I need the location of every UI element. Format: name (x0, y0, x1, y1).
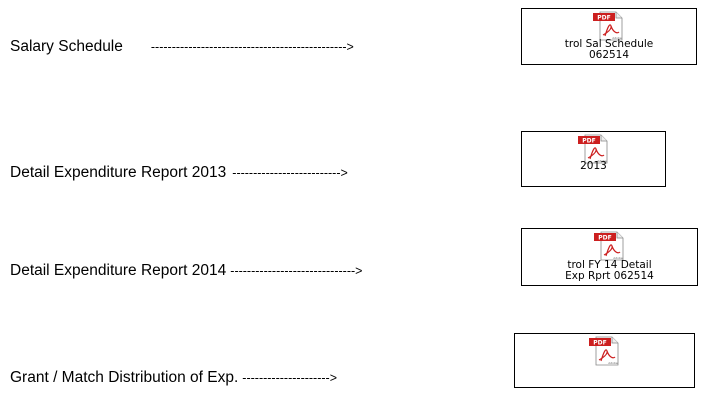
pdf-attachment[interactable]: PDF Adobe 2013 (521, 131, 666, 187)
pdf-file-icon: PDF Adobe (593, 11, 623, 41)
svg-text:Adobe: Adobe (597, 159, 607, 163)
svg-text:Adobe: Adobe (613, 256, 623, 260)
row-detail-exp-2014: Detail Expenditure Report 2014----------… (10, 262, 362, 280)
pdf-attachment[interactable]: PDF Adobe trol FY 14 Detail Exp Rprt 062… (521, 228, 698, 286)
row-label: Detail Expenditure Report 2013 (10, 164, 227, 181)
pdf-caption: trol FY 14 Detail Exp Rprt 062514 (565, 259, 654, 282)
connector-arrow: ---------------------> (242, 371, 338, 385)
pdf-file-icon: PDF Adobe (588, 336, 618, 366)
pdf-attachment[interactable]: PDF Adobe (514, 333, 695, 388)
row-detail-exp-2013: Detail Expenditure Report 2013 ----------… (10, 164, 348, 182)
pdf-caption: trol Sal Schedule 062514 (564, 38, 654, 61)
connector-arrow: ----------------------------------------… (150, 40, 354, 54)
pdf-attachment[interactable]: PDF Adobe trol Sal Schedule 062514 (521, 8, 697, 65)
row-label: Detail Expenditure Report 2014 (10, 262, 227, 279)
svg-text:Adobe: Adobe (612, 36, 622, 40)
svg-text:PDF: PDF (597, 15, 610, 22)
connector-arrow: ------------------------------> (230, 264, 363, 278)
row-grant-match: Grant / Match Distribution of Exp.------… (10, 369, 337, 387)
svg-text:PDF: PDF (598, 235, 611, 242)
svg-text:PDF: PDF (582, 138, 595, 145)
pdf-file-icon: PDF Adobe (593, 231, 623, 261)
svg-text:PDF: PDF (593, 340, 606, 347)
pdf-file-icon: PDF Adobe (577, 134, 607, 164)
row-label: Grant / Match Distribution of Exp. (10, 369, 239, 386)
connector-arrow: --------------------------> (232, 166, 348, 180)
row-salary-schedule: Salary Schedule -------------------------… (10, 38, 354, 56)
svg-text:Adobe: Adobe (608, 361, 618, 365)
pdf-caption: 2013 (580, 160, 607, 172)
row-label: Salary Schedule (10, 38, 123, 55)
